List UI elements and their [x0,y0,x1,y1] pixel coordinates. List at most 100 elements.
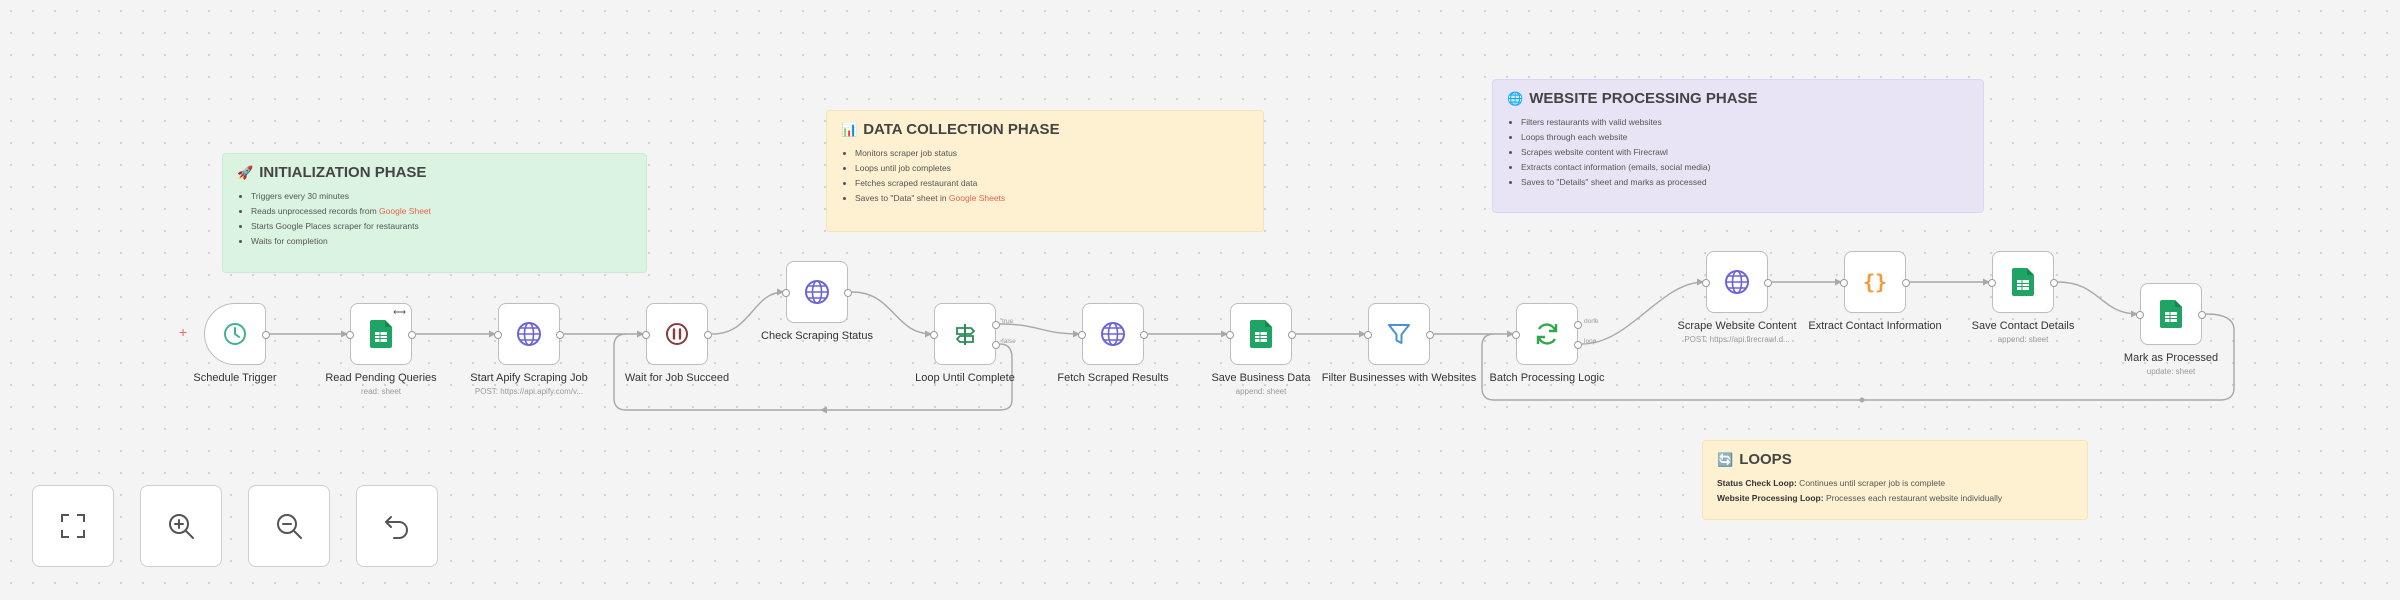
note-title: INITIALIZATION PHASE [259,164,427,181]
list-item: Extracts contact information (emails, so… [1521,160,1969,175]
note-initialization-phase[interactable]: 🚀 INITIALIZATION PHASE Triggers every 30 … [222,153,647,273]
globe-icon [1725,270,1749,294]
node-save-contact-details[interactable] [1988,251,2058,313]
note-list: Triggers every 30 minutes Reads unproces… [237,189,632,249]
node-save-business-data[interactable] [1226,303,1296,365]
output-handle-loop[interactable] [1574,341,1582,349]
reset-view-button[interactable] [356,485,438,567]
input-handle[interactable] [2136,311,2144,319]
node-subtitle: append: sheet [1235,387,1287,396]
globe-icon: 🌐 [1507,90,1524,106]
node-label: Fetch Scraped Results [1057,372,1169,384]
corner-icon: ⟷ [393,307,406,317]
note-loops[interactable]: 🔄LOOPS Status Check Loop: Continues unti… [1702,440,2088,520]
edge-save-contact-to-mark [2057,281,2139,315]
output-handle-done[interactable] [1574,321,1582,329]
node-filter-businesses-with-websites[interactable] [1364,303,1434,365]
output-handle[interactable] [2198,311,2206,319]
output-handle[interactable] [262,331,270,339]
edge-wait-to-check [711,291,785,335]
node-read-pending-queries[interactable]: ⟷ [346,303,416,365]
clock-icon [224,323,246,345]
bar-chart-icon: 📊 [841,121,858,137]
node-subtitle: append: sheet [1997,335,2049,344]
list-item: Saves to "Details" sheet and marks as pr… [1521,175,1969,190]
output-handle-false[interactable] [992,341,1000,349]
fit-view-icon [61,514,85,538]
globe-icon [805,280,829,304]
list-item: Monitors scraper job status [855,146,1249,161]
input-handle[interactable] [1078,331,1086,339]
highlight-text: Google Sheets [948,193,1006,203]
output-handle[interactable] [1288,331,1296,339]
google-sheets-icon [2012,268,2034,296]
note-list: Monitors scraper job status Loops until … [841,146,1249,206]
output-handle[interactable] [408,331,416,339]
zoom-out-icon [277,514,302,539]
svg-text:{}: {} [1863,270,1887,294]
zoom-in-icon [169,514,194,539]
edge-loop-true-to-fetch [999,323,1081,335]
output-handle[interactable] [1426,331,1434,339]
note-list: Filters restaurants with valid websites … [1507,115,1969,190]
input-handle[interactable] [1226,331,1234,339]
input-handle[interactable] [1364,331,1372,339]
zoom-in-button[interactable] [140,485,222,567]
input-handle[interactable] [930,331,938,339]
list-item: Filters restaurants with valid websites [1521,115,1969,130]
node-label: Extract Contact Information [1808,320,1942,332]
output-handle[interactable] [556,331,564,339]
node-batch-processing-logic[interactable] [1512,303,1582,365]
input-handle[interactable] [1840,279,1848,287]
node-mark-as-processed[interactable] [2136,283,2206,345]
output-handle-true[interactable] [992,321,1000,329]
output-handle[interactable] [704,331,712,339]
output-handle[interactable] [844,289,852,297]
node-start-apify-scraping-job[interactable] [494,303,564,365]
input-handle[interactable] [346,331,354,339]
input-handle[interactable] [494,331,502,339]
list-item: Loops through each website [1521,130,1969,145]
node-label: Read Pending Queries [325,372,437,384]
branch-label-done: done [1584,318,1599,325]
output-handle[interactable] [1764,279,1772,287]
loop-icon [1536,323,1558,345]
node-check-scraping-status[interactable] [782,261,852,323]
output-handle[interactable] [1902,279,1910,287]
input-handle[interactable] [1988,279,1996,287]
rocket-icon: 🚀 [237,164,254,180]
list-item: Waits for completion [251,234,632,249]
node-scrape-website-content[interactable] [1702,251,1772,313]
node-extract-contact-information[interactable]: {} [1840,251,1910,313]
add-trigger-plus-icon[interactable]: + [179,324,188,340]
node-wait-for-job-succeed[interactable] [642,303,712,365]
input-handle[interactable] [642,331,650,339]
list-item: Reads unprocessed records from Google Sh… [251,204,632,219]
node-label: Save Contact Details [1971,320,2075,332]
globe-icon [517,322,541,346]
highlight-text: Google Sheet [379,206,432,216]
node-fetch-scraped-results[interactable] [1078,303,1148,365]
funnel-icon [1388,324,1410,344]
list-item: Triggers every 30 minutes [251,189,632,204]
node-label: Save Business Data [1211,372,1311,384]
fit-view-button[interactable] [32,485,114,567]
input-handle[interactable] [782,289,790,297]
node-subtitle: read: sheet [360,387,402,396]
list-item: Scrapes website content with Firecrawl [1521,145,1969,160]
output-handle[interactable] [2050,279,2058,287]
note-data-collection-phase[interactable]: 📊DATA COLLECTION PHASE Monitors scraper … [826,110,1264,232]
braces-icon: {} [1863,270,1887,294]
input-handle[interactable] [1512,331,1520,339]
branch-label-false: false [1002,338,1016,345]
globe-icon [1101,322,1125,346]
node-loop-until-complete[interactable] [930,303,1000,365]
list-item: Saves to "Data" sheet in Google Sheets [855,191,1249,206]
node-subtitle: update: sheet [2146,367,2196,376]
input-handle[interactable] [1702,279,1710,287]
loop-icon: 🔄 [1717,451,1734,467]
node-schedule-trigger[interactable] [204,303,270,365]
note-website-processing-phase[interactable]: 🌐WEBSITE PROCESSING PHASE Filters restau… [1492,79,1984,213]
output-handle[interactable] [1140,331,1148,339]
zoom-out-button[interactable] [248,485,330,567]
